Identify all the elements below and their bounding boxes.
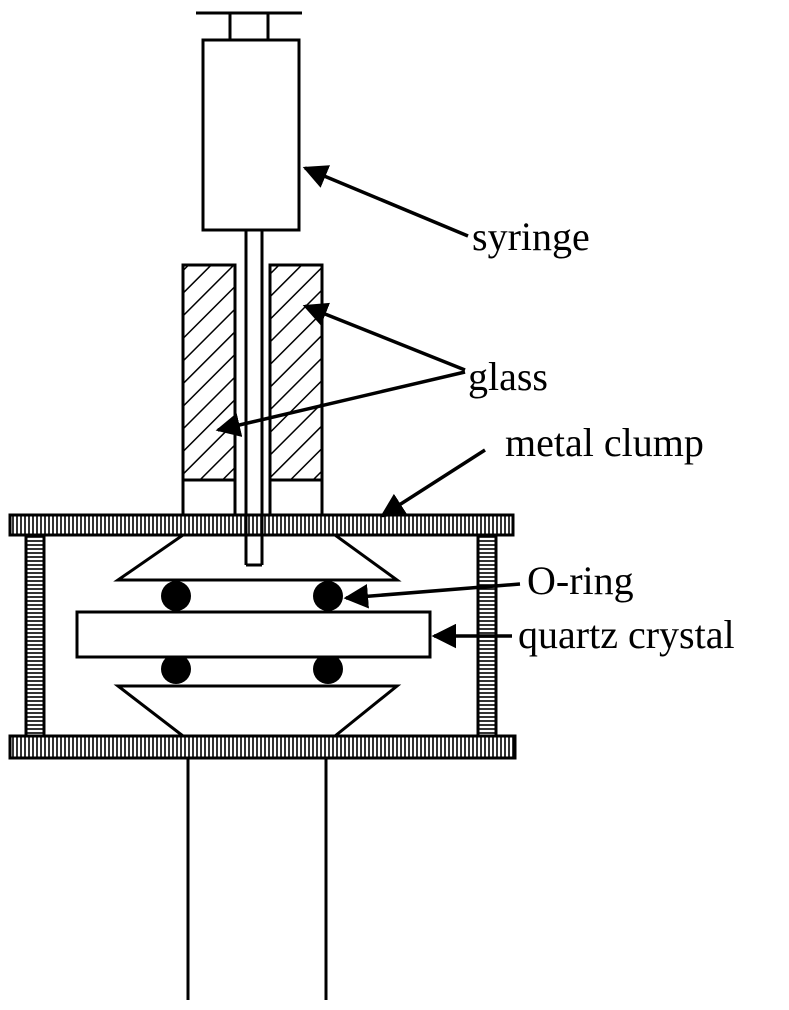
- label-o-ring: O-ring: [527, 558, 634, 603]
- glass-arrow-left: [215, 370, 466, 437]
- glass-arrow-right: [302, 302, 466, 372]
- leader-arrows: [215, 165, 521, 649]
- metal-clamp: [8, 513, 517, 760]
- labels: syringe glass metal clump O-ring quartz …: [468, 214, 735, 657]
- label-glass: glass: [468, 354, 548, 399]
- label-syringe: syringe: [472, 214, 590, 259]
- syringe: [196, 11, 302, 567]
- quartz-crystal: [75, 610, 432, 659]
- stem: [186, 758, 328, 1000]
- upper-cone: [113, 533, 402, 582]
- syringe-arrow: [302, 165, 469, 238]
- label-quartz-crystal: quartz crystal: [518, 612, 735, 657]
- o-ring-arrow: [343, 582, 521, 609]
- glass-blocks: [181, 263, 324, 515]
- metal-clump-arrow: [379, 448, 486, 518]
- label-metal-clump: metal clump: [505, 420, 704, 465]
- lower-cone: [113, 684, 402, 738]
- o-rings: [161, 581, 343, 684]
